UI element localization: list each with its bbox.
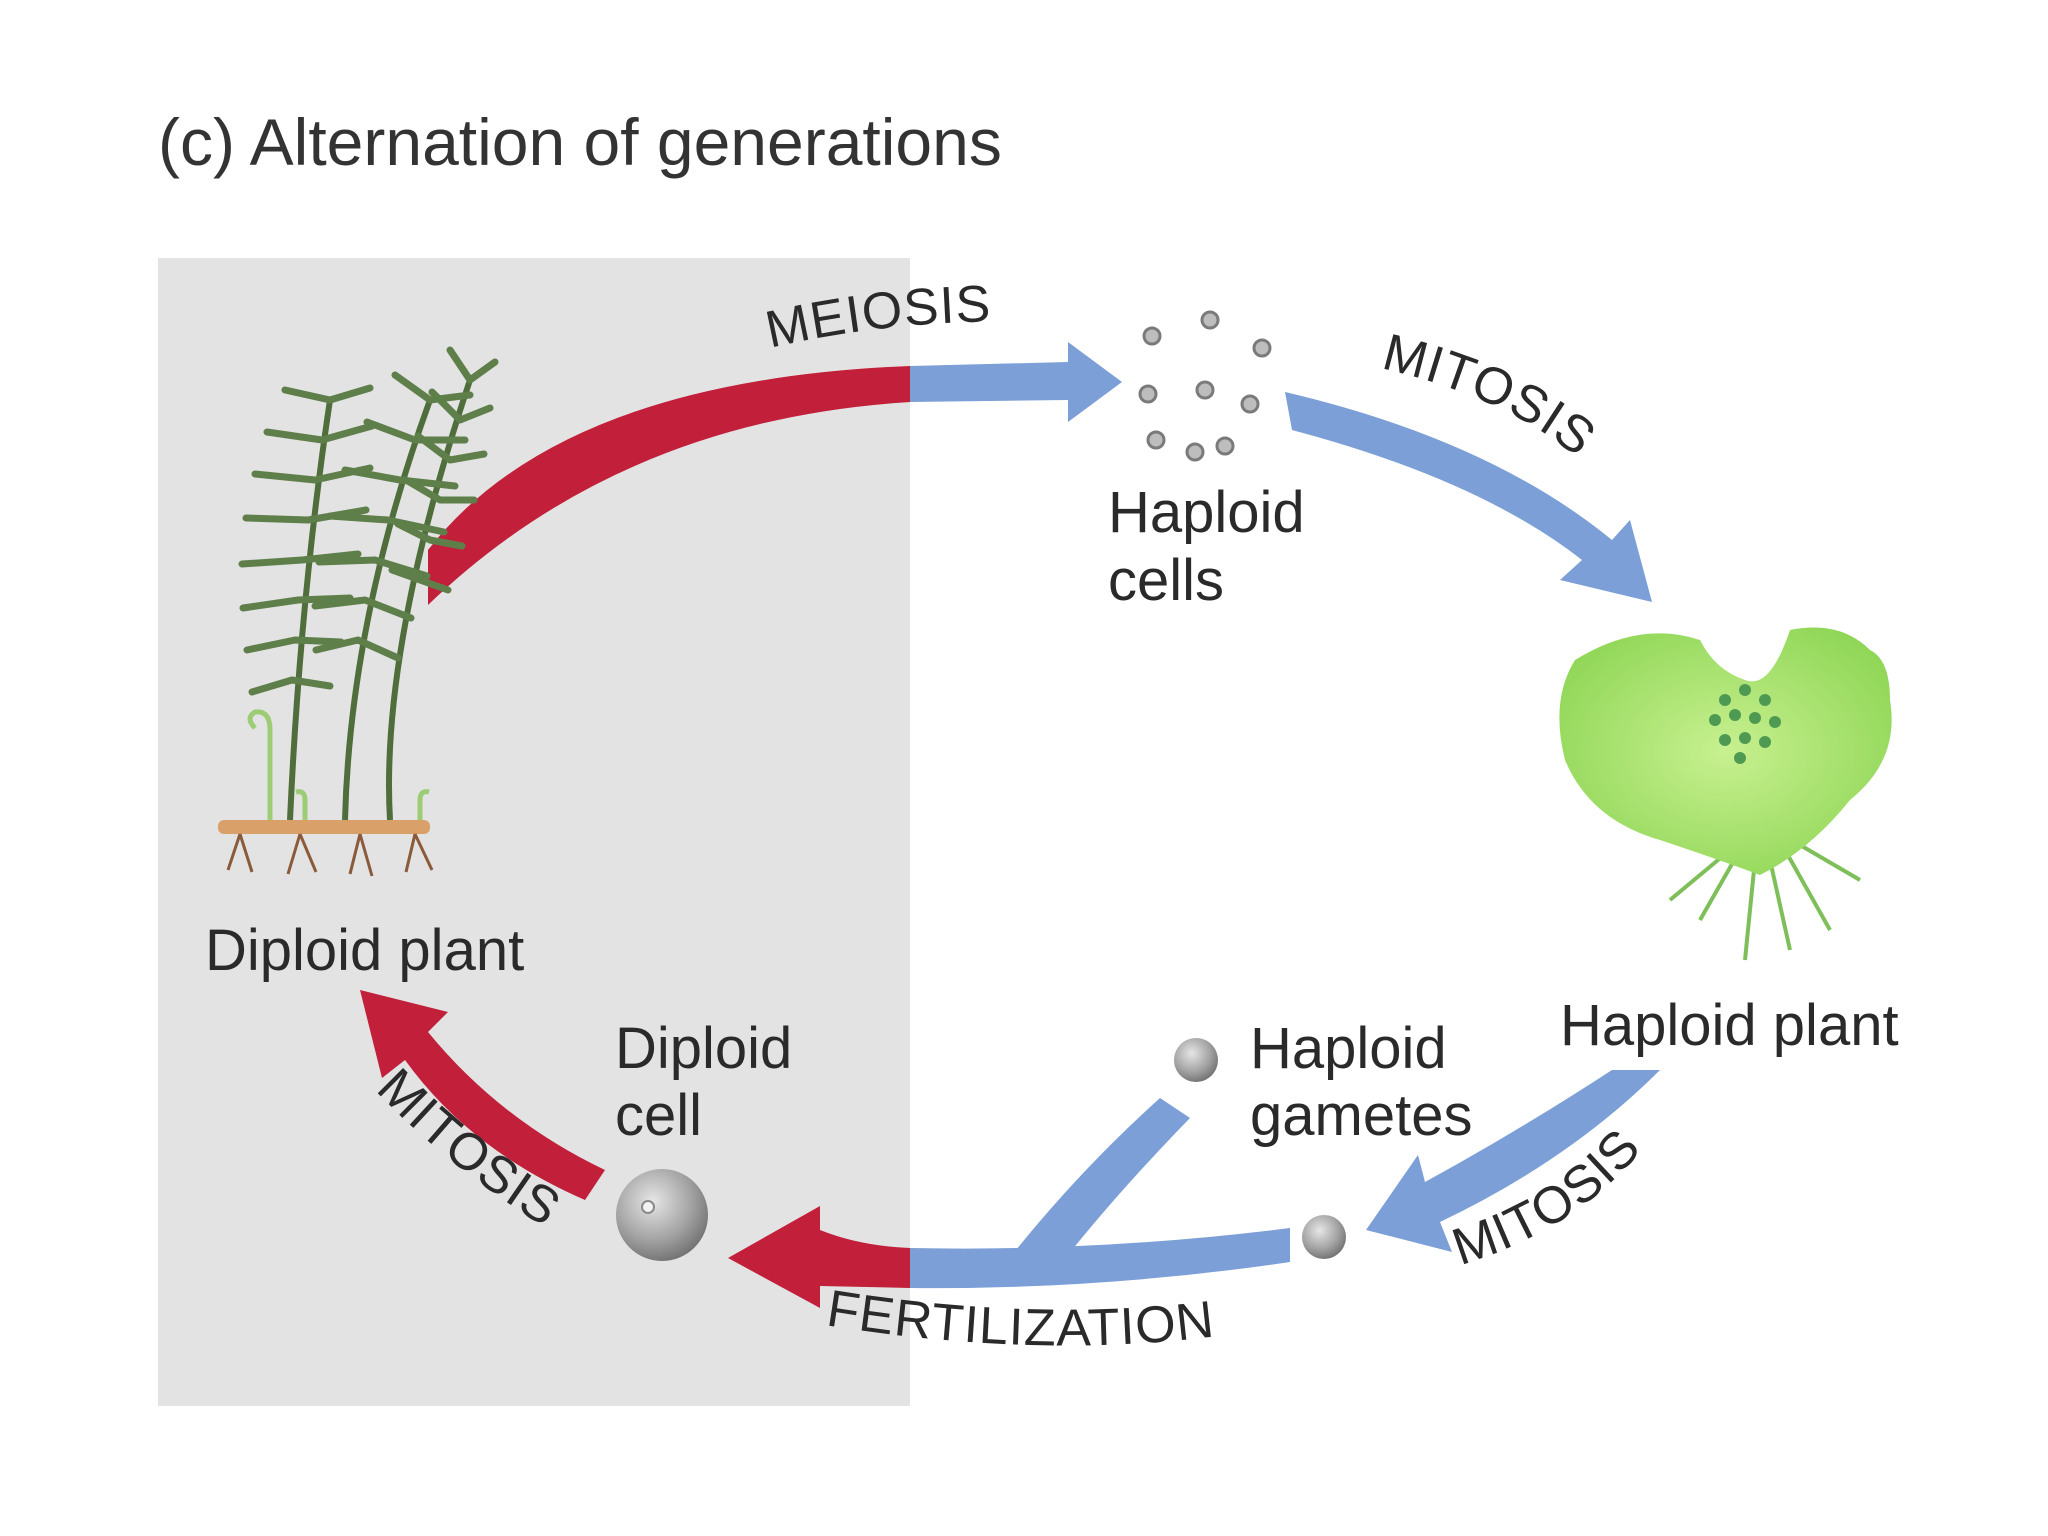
haploid-cells-label-line2: cells — [1108, 548, 1224, 613]
mitosis-arrow-to-gametes — [1366, 1070, 1660, 1252]
spores-icon — [1138, 310, 1272, 462]
haploid-gametes-label-line2: gametes — [1250, 1083, 1472, 1148]
fertilization-arrow — [728, 1098, 1290, 1308]
diploid-cell-label: Diploid — [615, 1016, 792, 1081]
diploid-cell-label-line2: cell — [615, 1083, 702, 1148]
diagram-title: (c) Alternation of generations — [158, 105, 1002, 179]
gamete-icon — [1174, 1038, 1346, 1259]
haploid-plant-label: Haploid plant — [1560, 993, 1899, 1058]
haploid-gametes-label: Haploid — [1250, 1016, 1447, 1081]
gametophyte-icon — [1559, 627, 1892, 961]
mitosis-arrow-to-haploid-plant — [1285, 392, 1652, 602]
haploid-cells-label: Haploid — [1108, 480, 1305, 545]
diploid-plant-label: Diploid plant — [205, 918, 524, 983]
fern-icon — [218, 346, 499, 877]
mitosis-arrow-to-diploid-plant — [360, 990, 605, 1200]
zygote-icon — [616, 1169, 708, 1261]
meiosis-arrow — [428, 342, 1122, 605]
